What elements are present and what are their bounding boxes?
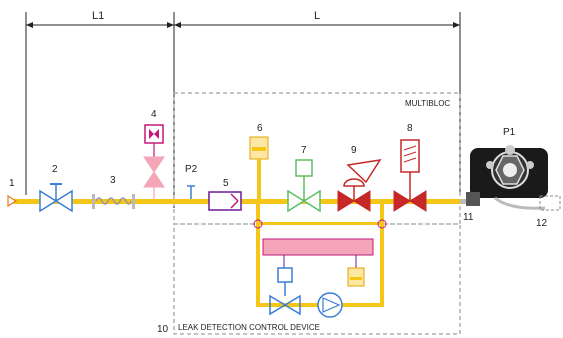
dimension-l1-label: L1 [92,10,104,22]
dimension-lines: L1 L [25,10,461,208]
burner-p1-icon [466,145,561,211]
dimension-l-label: L [314,10,320,22]
label-12: 12 [536,218,548,229]
solenoid-valve-7 [287,159,321,213]
pressure-point-p2 [187,185,195,199]
multibloc-label: MULTIBLOC [405,99,450,108]
leak-detection-label: LEAK DETECTION CONTROL DEVICE [178,323,320,332]
manual-valve-2 [39,183,73,213]
outlet-pipe [460,199,470,204]
label-8: 8 [407,123,413,134]
label-3: 3 [110,175,116,186]
leak-pressure-switch [347,267,365,287]
leak-controller-bar [262,238,374,256]
junction-left [253,219,263,229]
label-6: 6 [257,123,263,134]
label-9: 9 [351,145,357,156]
label-5: 5 [223,178,229,189]
label-1: 1 [9,178,15,189]
regulator-4 [143,124,165,199]
label-4: 4 [151,109,157,120]
inlet-icon [7,194,18,208]
solenoid-valve-8 [393,139,427,212]
junction-right [377,219,387,229]
label-p1: P1 [503,127,516,138]
leak-test-valve [269,267,301,316]
regulating-valve-9 [337,159,382,212]
label-11: 11 [463,212,474,223]
flexible-hose-3 [92,194,135,209]
pressure-switch-6 [249,136,269,199]
label-7: 7 [301,145,307,156]
label-p2: P2 [185,164,198,175]
leak-test-pump [317,292,343,318]
label-10: 10 [157,324,169,335]
filter-5 [208,191,242,211]
label-2: 2 [52,164,58,175]
